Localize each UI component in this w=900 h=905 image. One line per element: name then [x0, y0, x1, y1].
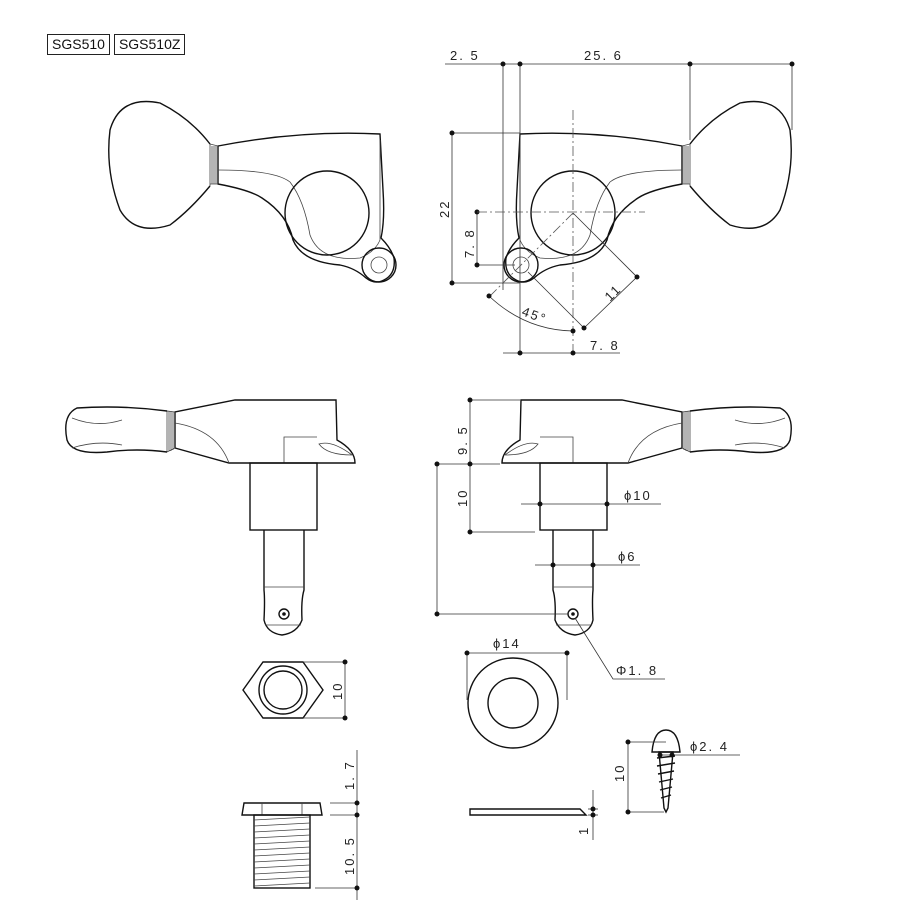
side-view-dimensions	[434, 397, 665, 680]
dim-bushing-diameter: ϕ10	[624, 488, 652, 503]
dim-screw-offset-x: 7. 8	[590, 338, 620, 353]
dim-height: 22	[437, 200, 452, 218]
dim-screw-distance: 11	[602, 281, 625, 304]
tuner-top-view	[503, 100, 792, 283]
washer-side-view	[469, 790, 598, 840]
dim-screw-length: 10	[612, 764, 627, 782]
model-label-sgs510z: SGS510Z	[113, 34, 186, 55]
dim-nut-size: 10	[330, 682, 345, 700]
tuner-side-view	[501, 399, 792, 636]
tuner-top-view-mirrored	[108, 100, 397, 283]
dim-string-hole-diameter: Φ1. 8	[616, 663, 658, 678]
dim-nut-thread-length: 10. 5	[342, 836, 357, 875]
top-view-dimensions	[445, 61, 795, 356]
dim-washer-diameter: ϕ14	[493, 636, 521, 651]
bushing-nut-side-view	[241, 750, 360, 900]
dim-screw-offset-y: 7. 8	[462, 228, 477, 258]
hex-nut-top-view	[242, 659, 348, 721]
dim-angle: 45°	[520, 304, 549, 327]
dim-post-diameter: ϕ6	[618, 549, 637, 564]
dim-bushing-length: 10	[455, 489, 470, 507]
dim-overall-length: 25. 6	[584, 48, 623, 63]
model-labels: SGS510 SGS510Z	[47, 34, 186, 55]
wood-screw	[625, 729, 740, 815]
washer	[464, 650, 570, 749]
dim-offset-x: 2. 5	[450, 48, 480, 63]
dim-screw-diameter: ϕ2. 4	[690, 739, 729, 754]
tuner-side-view-mirrored	[65, 399, 356, 636]
dim-washer-thickness: 1	[576, 826, 591, 835]
model-label-sgs510: SGS510	[47, 34, 110, 55]
dim-body-height: 9. 5	[455, 425, 470, 455]
dim-nut-flange: 1. 7	[342, 760, 357, 790]
